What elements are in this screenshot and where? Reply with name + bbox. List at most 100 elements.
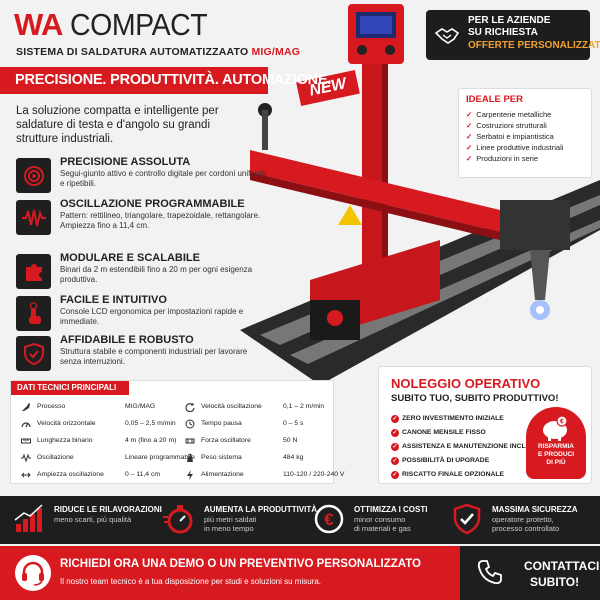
feature-title: MODULARE E SCALABILE <box>60 252 200 264</box>
spec-value: 50 N <box>283 437 298 444</box>
benefit-desc-line: più metri saldati <box>204 515 257 524</box>
offer-line3: OFFERTE PERSONALIZZATE <box>468 40 600 51</box>
intro-text: La soluzione compatta e intelligente per… <box>16 105 219 145</box>
benefits-bar: RIDUCE LE RILAVORAZIONI meno scarti, più… <box>0 496 600 544</box>
wave-icon <box>16 200 51 235</box>
stopwatch-icon <box>163 505 193 534</box>
offer-box[interactable]: PER LE AZIENDE SU RICHIESTA OFFERTE PERS… <box>426 10 600 60</box>
feature-modular: MODULARE E SCALABILE Binari da 2 m esten… <box>16 252 266 289</box>
benefit-title: AUMENTA LA PRODUTTIVITÀ <box>204 505 318 514</box>
touch-icon <box>16 296 51 331</box>
width-arrows-icon <box>21 472 31 478</box>
ideal-item: Produzioni in serie <box>466 153 584 164</box>
ideal-heading: IDEALE PER <box>466 94 524 105</box>
offer-line1: PER LE AZIENDE <box>468 15 551 26</box>
welding-machine-illustration <box>240 4 600 385</box>
refresh-icon <box>185 403 195 412</box>
feature-title: PRECISIONE ASSOLUTA <box>60 156 191 168</box>
torch-icon <box>22 403 30 411</box>
bar-chart-up-icon <box>14 504 43 532</box>
specs-heading: DATI TECNICI PRINCIPALI <box>11 381 129 395</box>
ideal-item: Carpenterie metalliche <box>466 109 584 120</box>
svg-text:€: € <box>560 419 564 426</box>
rental-item: RISCATTO FINALE OPZIONALE <box>391 471 504 479</box>
spec-label: Velocità orizzontale <box>37 420 96 427</box>
subtitle-text: SISTEMA DI SALDATURA AUTOMATIZZAATO <box>16 46 249 58</box>
headset-icon <box>15 555 51 591</box>
cta-title: RICHIEDI ORA UNA DEMO O UN PREVENTIVO PE… <box>60 558 421 570</box>
rental-item: ZERO INVESTIMENTO INIZIALE <box>391 415 504 423</box>
svg-text:€: € <box>324 510 334 529</box>
piggy-bank-icon: € <box>543 415 568 441</box>
force-icon <box>185 438 195 444</box>
ideal-item: Linee produttive industriali <box>466 142 584 153</box>
benefit-desc: operatore protetto,processo controllato <box>492 515 559 533</box>
spec-value: 0,1 – 2 m/min <box>283 403 325 410</box>
lightning-icon <box>187 470 193 480</box>
spec-label: Forza oscillatore <box>201 437 251 444</box>
shield-check-icon <box>16 336 51 371</box>
spec-row: Velocità oscillazione 0,1 – 2 m/min <box>185 400 333 414</box>
title-brand: WA <box>14 7 62 42</box>
benefit-desc-line: operatore protetto, <box>492 515 554 524</box>
rental-item: ASSISTENZA E MANUTENZIONE INCLUSE <box>391 443 540 451</box>
spec-label: Lunghezza binario <box>37 437 93 444</box>
euro-coin-icon: € <box>314 504 344 534</box>
spec-row: Peso sistema 484 kg <box>185 451 333 465</box>
rental-item: CANONE MENSILE FISSO <box>391 429 486 437</box>
feature-desc: Pattern: rettilineo, triangolare, trapez… <box>60 211 261 230</box>
wave-small-icon <box>21 453 31 463</box>
feature-desc: Console LCD ergonomica per impostazioni … <box>60 307 244 326</box>
badge-line3: DI PIÙ <box>546 459 566 466</box>
target-icon <box>16 158 51 193</box>
spec-value: 110-120 / 220-240 V <box>283 471 345 478</box>
benefit-desc: meno scarti, più qualità <box>54 515 132 524</box>
feature-reliable: AFFIDABILE E ROBUSTO Struttura stabile e… <box>16 334 266 371</box>
benefit-rework: RIDUCE LE RILAVORAZIONI meno scarti, più… <box>12 496 162 544</box>
spec-label: Tempo pausa <box>201 420 242 427</box>
feature-precision: PRECISIONE ASSOLUTA Segui-giunto attivo … <box>16 156 266 193</box>
ideal-for-box: IDEALE PER Carpenterie metalliche Costru… <box>458 88 592 178</box>
spec-label: Alimentazione <box>201 471 244 478</box>
spec-row: Oscillazione Lineare programmabile <box>21 451 195 465</box>
benefit-desc-line: in meno tempo <box>204 524 254 533</box>
feature-desc: Binari da 2 m estendibili fino a 20 m pe… <box>60 265 253 284</box>
spec-label: Velocità oscillazione <box>201 403 262 410</box>
ideal-item: Costruzioni strutturali <box>466 120 584 131</box>
page-subtitle: SISTEMA DI SALDATURA AUTOMATIZZAATO MIG/… <box>16 46 300 58</box>
page-title: WA COMPACT <box>14 8 219 42</box>
contact-button[interactable]: CONTATTACI SUBITO! <box>460 546 600 600</box>
cta-banner[interactable]: RICHIEDI ORA UNA DEMO O UN PREVENTIVO PE… <box>0 546 460 600</box>
contact-line1: CONTATTACI <box>524 559 600 573</box>
specs-table: DATI TECNICI PRINCIPALI Processo MIG/MAG… <box>10 380 344 484</box>
spec-value: Lineare programmabile <box>125 454 195 461</box>
weight-icon <box>187 453 193 462</box>
spec-row: Alimentazione 110-120 / 220-240 V <box>185 468 344 482</box>
feature-desc: Segui-giunto attivo e controllo digitale… <box>60 169 266 188</box>
puzzle-icon <box>16 254 51 289</box>
badge-line2: E PRODUCI <box>537 451 575 458</box>
benefit-desc-line: minor consumo <box>354 515 406 524</box>
rental-title: NOLEGGIO OPERATIVO <box>391 376 541 391</box>
spec-value: 0 – 11,4 cm <box>125 471 161 478</box>
offer-line2: SU RICHIESTA <box>468 27 538 38</box>
spec-value: 4 m (fino a 20 m) <box>125 437 177 444</box>
spec-row: Forza oscillatore 50 N <box>185 434 333 448</box>
speedometer-icon <box>21 422 31 428</box>
badge-line1: RISPARMIA <box>538 443 574 450</box>
feature-title: FACILE E INTUITIVO <box>60 294 167 306</box>
spec-value: 484 kg <box>283 454 304 461</box>
spec-row: Velocità orizzontale 0,05 – 2,5 m/min <box>21 417 181 431</box>
spec-row: Ampiezza oscillazione 0 – 11,4 cm <box>21 468 181 482</box>
spec-row: Processo MIG/MAG <box>21 400 181 414</box>
rental-subtitle: SUBITO TUO, SUBITO PRODUTTIVO! <box>391 393 559 404</box>
spec-label: Ampiezza oscillazione <box>37 471 104 478</box>
cta-desc: Il nostro team tecnico è a tua disposizi… <box>60 577 322 586</box>
benefit-productivity: AUMENTA LA PRODUTTIVITÀ più metri saldat… <box>162 496 317 544</box>
benefit-desc-line: processo controllato <box>492 524 560 533</box>
spec-label: Oscillazione <box>37 454 74 461</box>
feature-title: AFFIDABILE E ROBUSTO <box>60 334 194 346</box>
benefit-title: OTTIMIZZA I COSTI <box>354 505 428 514</box>
